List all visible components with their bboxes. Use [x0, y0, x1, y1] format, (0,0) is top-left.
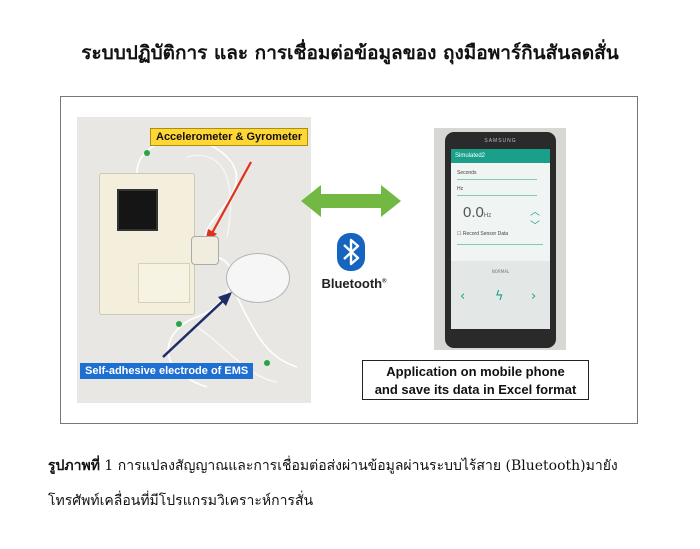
chevron-up-icon[interactable]: ︿	[530, 207, 540, 218]
control-box	[99, 173, 195, 315]
imu-sensor	[191, 236, 219, 265]
figure-frame: Accelerometer & Gyrometer Self-adhesive …	[60, 96, 638, 424]
caption-number: 1	[104, 458, 114, 474]
phone-brand: SAMSUNG	[484, 138, 517, 144]
app-screen: Simulated2 Seconds Hz 0.0Hz ︿ ﹀ ☐ Record…	[451, 149, 550, 329]
app-field-line	[457, 195, 537, 196]
app-controls: NORMAL ‹ ϟ ›	[451, 261, 550, 329]
caption-text-2: โทรศัพท์เคลื่อนที่มีโปรแกรมวิเคราะห์การส…	[48, 493, 314, 509]
caption-line-1: รูปภาพที่ 1 การแปลงสัญญาณและการเชื่อมต่อ…	[48, 449, 668, 484]
bluetooth-icon	[337, 233, 365, 271]
lcd-screen	[117, 189, 158, 231]
sensor-label: Accelerometer & Gyrometer	[150, 128, 309, 146]
page-heading: ระบบปฏิบัติการ และ การเชื่อมต่อข้อมูลของ…	[81, 42, 619, 64]
battery-pad	[138, 263, 190, 303]
app-slider[interactable]	[457, 244, 543, 245]
app-title-bar: Simulated2	[451, 149, 550, 163]
chevron-left-icon[interactable]: ‹	[460, 289, 466, 304]
app-mode: NORMAL	[491, 269, 510, 274]
ems-electrode	[226, 253, 290, 303]
electrode-label: Self-adhesive electrode of EMS	[80, 363, 254, 379]
device-photo: Accelerometer & Gyrometer Self-adhesive …	[77, 117, 311, 403]
phone-photo: SAMSUNG Simulated2 Seconds Hz 0.0Hz ︿ ﹀ …	[434, 128, 566, 350]
smartphone: SAMSUNG Simulated2 Seconds Hz 0.0Hz ︿ ﹀ …	[445, 132, 556, 348]
app-field-line	[457, 179, 537, 180]
app-field-seconds: Seconds	[457, 170, 477, 176]
chevron-right-icon[interactable]: ›	[531, 289, 537, 304]
figure-caption: รูปภาพที่ 1 การแปลงสัญญาณและการเชื่อมต่อ…	[48, 449, 668, 519]
lightning-icon[interactable]: ϟ	[495, 289, 504, 304]
caption-label: รูปภาพที่	[48, 458, 100, 474]
app-field-hz: Hz	[457, 186, 464, 192]
app-caption: Application on mobile phone and save its…	[362, 360, 589, 400]
app-value: 0.0Hz	[463, 204, 492, 221]
chevron-down-icon[interactable]: ﹀	[530, 221, 540, 232]
app-checkbox-label: ☐ Record Sensor Data	[457, 231, 509, 237]
double-arrow-icon	[301, 185, 401, 217]
bluetooth-label: Bluetooth®	[321, 276, 387, 291]
app-caption-line-1: Application on mobile phone	[386, 364, 565, 379]
app-caption-line-2: and save its data in Excel format	[374, 382, 577, 397]
caption-text-1: การแปลงสัญญาณและการเชื่อมต่อส่งผ่านข้อมู…	[117, 458, 618, 474]
